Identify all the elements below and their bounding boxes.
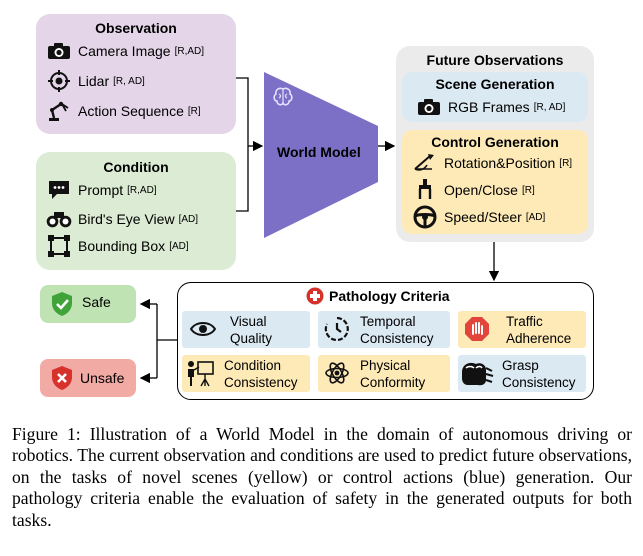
criterion-label: Grasp [502,358,539,373]
observation-item-lidar: Lidar [R, AD] [46,70,145,92]
safe-badge: Safe [40,285,136,323]
lidar-icon [46,70,72,92]
binoculars-icon [46,208,72,230]
condition-item-prompt: Prompt [R,AD] [46,179,157,201]
unsafe-badge: Unsafe [40,359,136,397]
control-item-openclose: Open/Close [R] [412,179,535,201]
condition-item-label: Prompt [78,182,124,198]
criterion-label: Quality [230,331,273,346]
safe-label: Safe [82,294,111,310]
condition-item-bbox: Bounding Box [AD] [46,235,189,257]
criterion-label: Consistency [502,375,576,390]
control-item-rotation: Rotation&Position [R] [412,152,572,174]
figure-caption: Figure 1: Illustration of a World Model … [12,424,632,530]
connectors [139,77,500,384]
observation-item-label: Camera Image [78,43,171,59]
camera-icon [46,40,72,62]
gripper-icon [412,179,438,201]
shield-x-icon [50,365,74,396]
condition-panel: Condition Prompt [R,AD] Bird's Eye View … [36,152,236,270]
bounding-box-icon [46,235,72,257]
control-item-speedsteer: Speed/Steer [AD] [412,205,546,229]
medical-cross-icon [306,287,324,305]
condition-item-bev: Bird's Eye View [AD] [46,208,198,230]
steering-wheel-icon [412,205,438,229]
condition-item-tag: [AD] [178,213,199,225]
shield-check-icon [50,291,74,322]
control-item-label: Open/Close [444,182,518,198]
control-item-tag: [AD] [525,211,546,223]
future-observations-title: Future Observations [426,52,564,68]
condition-item-tag: [R,AD] [127,184,157,196]
observation-panel: Observation Camera Image [R,AD] Lidar [R… [36,14,236,134]
observation-item-tag: [R] [187,105,201,117]
presenter-icon [186,359,214,392]
future-observations-panel: Future Observations Scene Generation RGB… [396,46,594,242]
camera-icon [416,96,442,118]
criterion-visual-quality: Visual Quality [182,311,310,348]
observation-item-label: Action Sequence [78,103,184,119]
brain-icon [272,86,294,113]
criterion-label: Condition [224,358,282,373]
criterion-label: Conformity [360,375,426,390]
criterion-physical-conformity: Physical Conformity [318,355,450,392]
criterion-label: Traffic [506,314,543,329]
scene-item-rgb: RGB Frames [R, AD] [416,96,565,118]
control-item-label: Speed/Steer [444,209,522,225]
criterion-traffic-adherence: Traffic Adherence [458,311,586,348]
world-model: World Model [264,72,378,238]
criterion-label: Adherence [506,331,572,346]
scene-generation-panel: Scene Generation RGB Frames [R, AD] [402,72,588,122]
control-item-tag: [R] [559,157,573,169]
atom-icon [324,360,350,391]
observation-item-action: Action Sequence [R] [46,100,201,122]
criterion-grasp-consistency: Grasp Consistency [458,355,586,392]
criterion-label: Visual [230,314,267,329]
criterion-label: Consistency [224,375,298,390]
clock-icon [324,316,350,347]
criterion-label: Temporal [360,314,416,329]
control-generation-panel: Control Generation Rotation&Position [R]… [402,130,588,234]
control-generation-title: Control Generation [431,134,559,150]
observation-item-camera: Camera Image [R,AD] [46,40,204,62]
robot-arm-icon [46,100,72,122]
condition-item-label: Bird's Eye View [78,211,175,227]
observation-item-label: Lidar [78,73,110,89]
condition-item-tag: [AD] [169,240,189,252]
unsafe-label: Unsafe [80,370,125,386]
scene-item-tag: [R, AD] [533,101,566,113]
control-item-label: Rotation&Position [444,155,556,171]
criterion-condition-consistency: Condition Consistency [182,355,310,392]
pathology-header: Pathology Criteria [306,287,450,305]
grasp-icon [460,358,494,393]
stop-hand-icon [464,316,490,347]
pathology-criteria-panel: Pathology Criteria Visual Quality Tempor… [177,282,594,400]
scene-item-label: RGB Frames [448,99,530,115]
control-item-tag: [R] [521,184,535,196]
chat-bubble-icon [46,179,72,201]
observation-item-tag: [R, AD] [113,75,145,87]
rotation-icon [412,152,438,174]
criterion-label: Consistency [360,331,434,346]
condition-item-label: Bounding Box [78,238,166,254]
world-model-shape [264,72,378,238]
observation-title: Observation [95,20,177,36]
observation-item-tag: [R,AD] [174,45,205,57]
criterion-label: Physical [360,358,411,373]
world-model-label: World Model [277,144,361,160]
criterion-temporal-consistency: Temporal Consistency [318,311,450,348]
eye-icon [189,319,217,344]
pathology-title: Pathology Criteria [329,288,450,304]
scene-generation-title: Scene Generation [435,76,555,92]
condition-title: Condition [103,159,169,175]
